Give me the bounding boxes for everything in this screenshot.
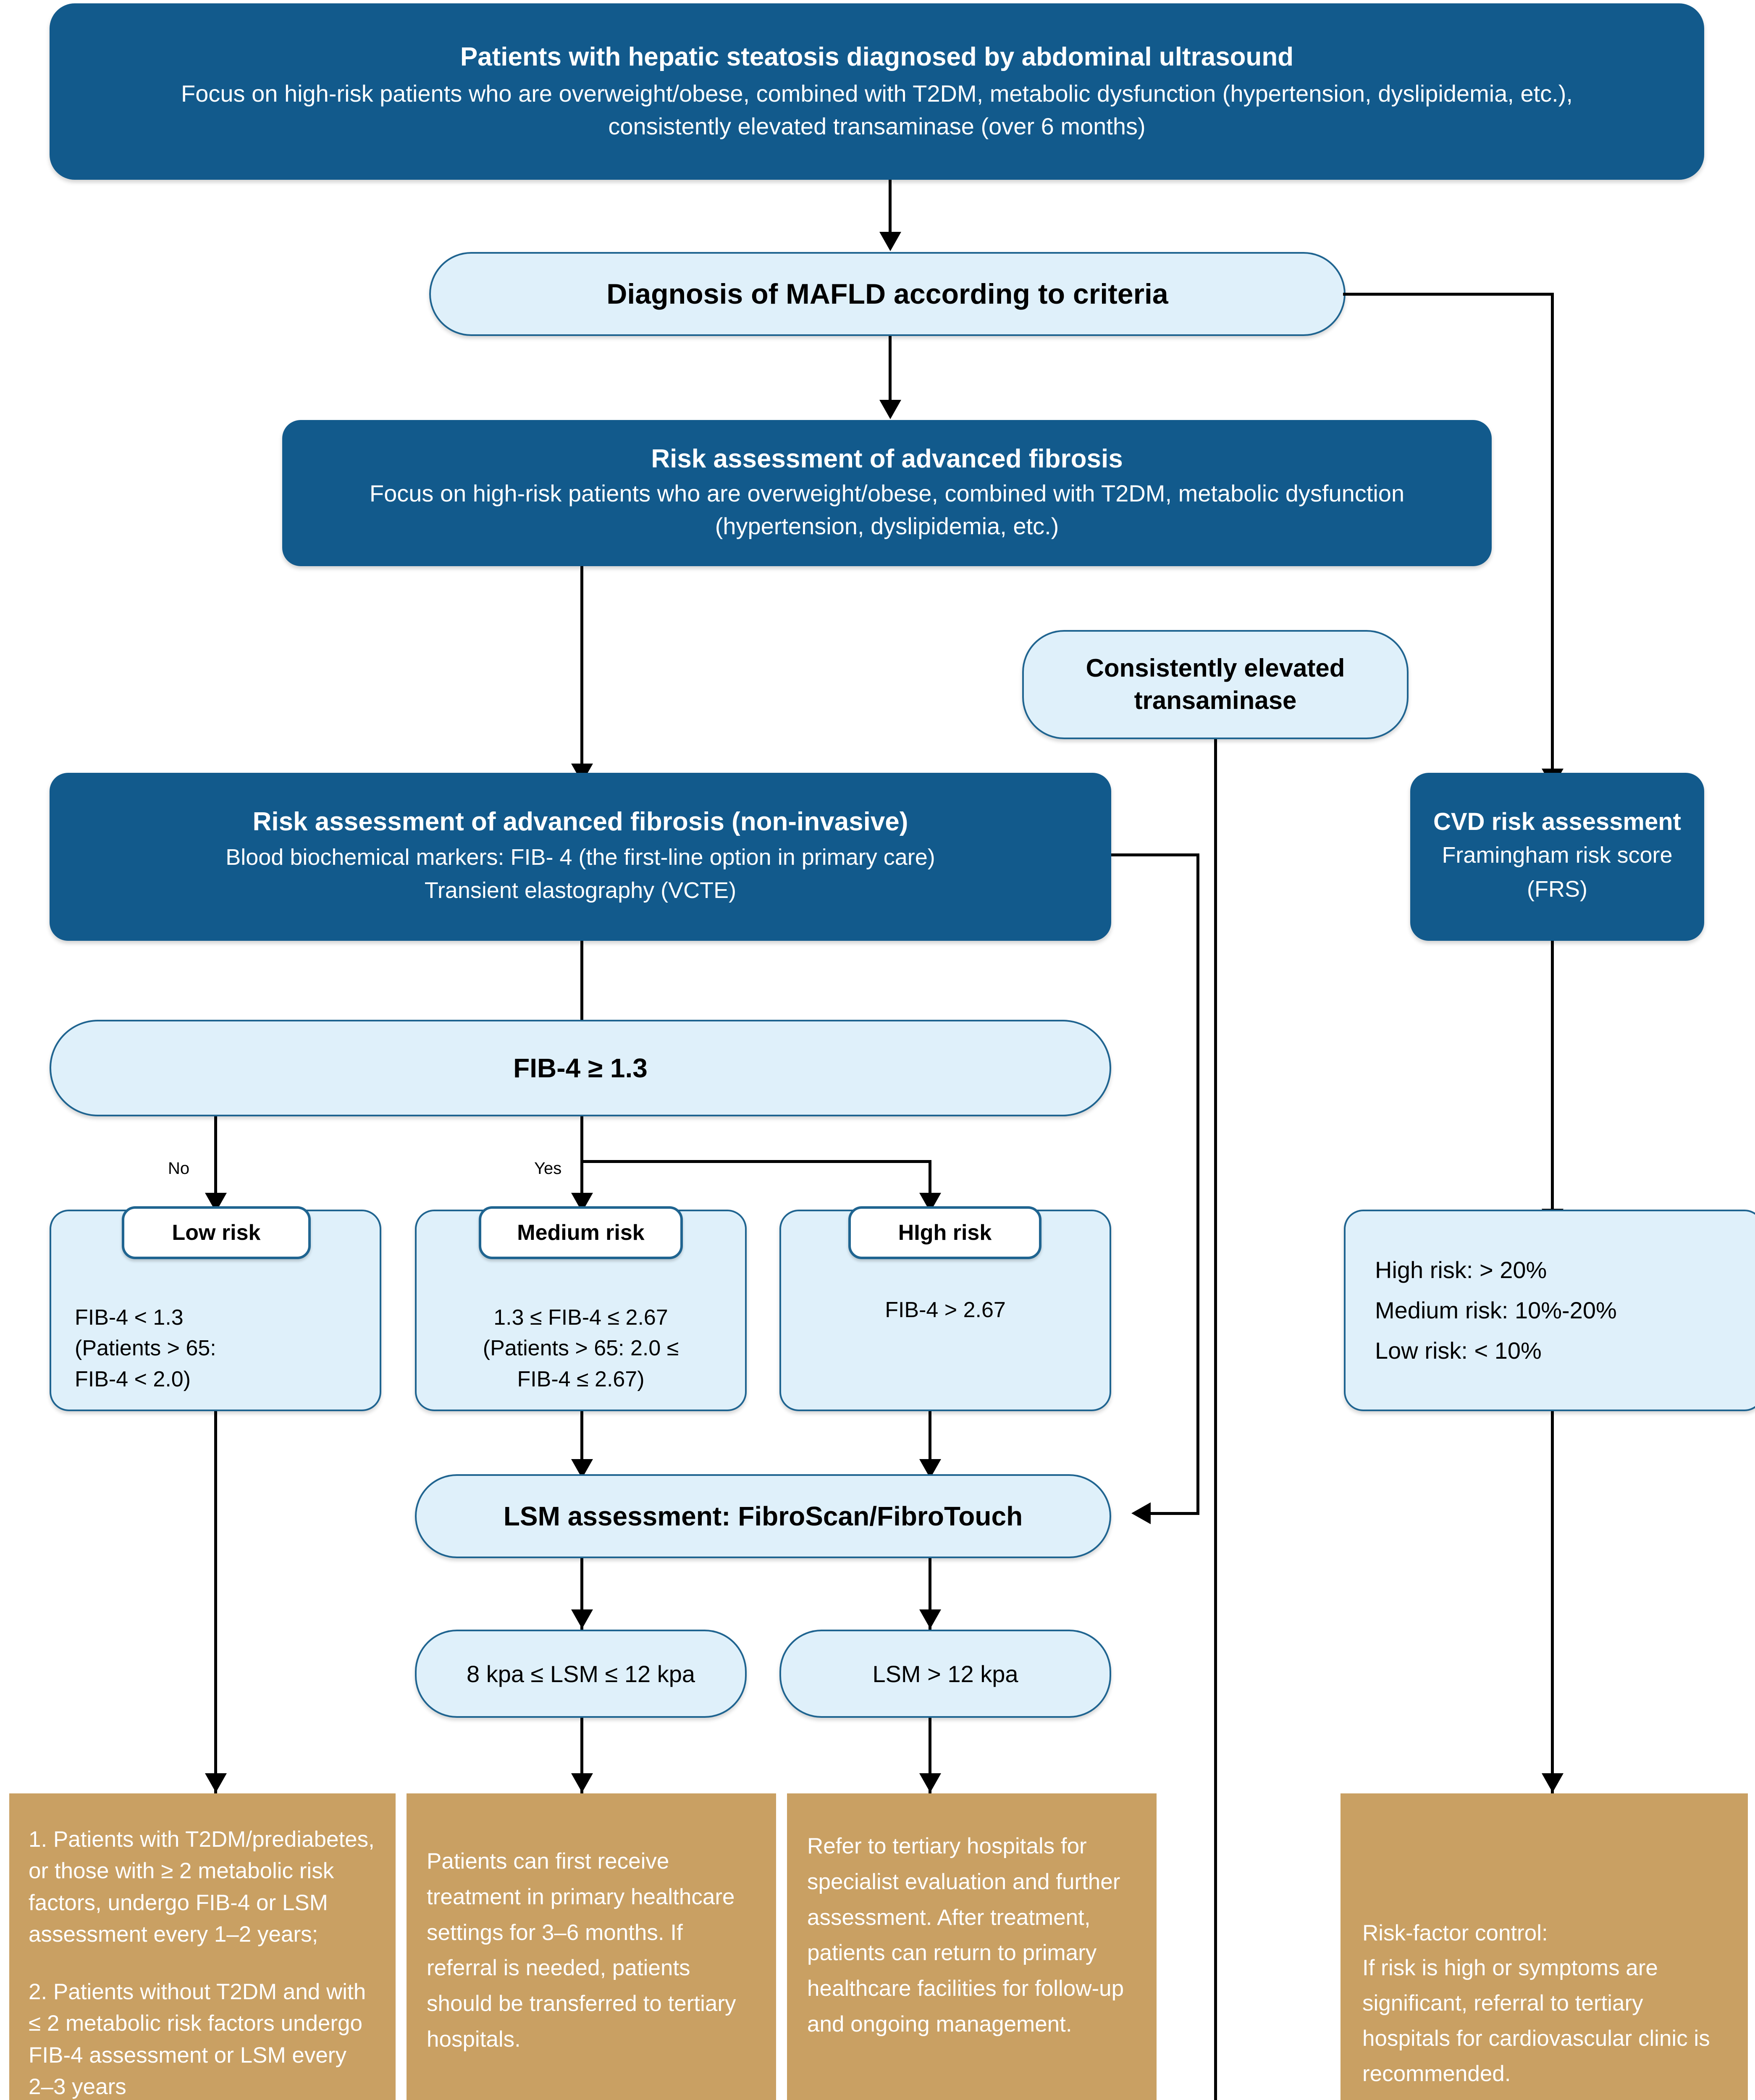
high-risk-label: HIgh risk <box>898 1221 992 1245</box>
edge-low-to-surveillance-arrow <box>205 1773 227 1793</box>
node-entry: Patients with hepatic steatosis diagnose… <box>50 3 1704 180</box>
edge-label-no: No <box>168 1159 190 1178</box>
edge-noninvasive-to-lsm-arrow <box>1131 1502 1151 1524</box>
edge-medium-to-lsm <box>580 1411 583 1480</box>
edge-lsm-to-high-arrow <box>919 1609 941 1629</box>
edge-diagnosis-to-cvd-h <box>1343 293 1554 296</box>
edge-high-to-lsm <box>929 1411 931 1480</box>
risk-assessment-subtitle: Focus on high-risk patients who are over… <box>369 480 1405 539</box>
node-cvd-assessment: CVD risk assessment Framingham risk scor… <box>1410 773 1704 941</box>
frs-line2: Medium risk: 10%-20% <box>1375 1297 1617 1323</box>
edge-noninvasive-to-fib4 <box>580 941 583 1033</box>
entry-subtitle: Focus on high-risk patients who are over… <box>181 80 1573 139</box>
node-fib4-decision: FIB-4 ≥ 1.3 <box>50 1020 1111 1116</box>
edge-fib4-to-high-v <box>929 1160 931 1213</box>
cvd-title: CVD risk assessment <box>1433 808 1681 835</box>
node-outcome-primary-care: Patients can first receive treatment in … <box>407 1793 776 2100</box>
outcome-cvd-para1: Risk-factor control: <box>1362 1920 1548 1945</box>
edge-cvd-to-frs <box>1551 941 1554 1212</box>
edge-label-yes: Yes <box>534 1159 562 1178</box>
outcome-primary-care-para1: Patients can first receive treatment in … <box>427 1849 736 2052</box>
noninvasive-line2: Transient elastography (VCTE) <box>424 877 737 903</box>
edge-entry-to-diagnosis <box>889 180 892 234</box>
edge-fib4-to-high-h <box>580 1160 931 1163</box>
outcome-surveillance-para1: 1. Patients with T2DM/prediabetes, or th… <box>29 1827 375 1947</box>
node-outcome-tertiary: Refer to tertiary hospitals for speciali… <box>787 1793 1157 2100</box>
edge-diagnosis-to-cvd-v <box>1551 293 1554 772</box>
edge-diagnosis-to-risk-arrow <box>879 400 901 419</box>
entry-title: Patients with hepatic steatosis diagnose… <box>460 42 1294 71</box>
edge-frs-to-cvd-outcome-arrow <box>1542 1773 1563 1793</box>
cvd-line1: Framingham risk score <box>1442 842 1673 868</box>
medium-risk-line1: 1.3 ≤ FIB-4 ≤ 2.67 <box>493 1305 668 1330</box>
noninvasive-line1: Blood biochemical markers: FIB- 4 (the f… <box>226 845 935 870</box>
medium-risk-line2: (Patients > 65: 2.0 ≤ <box>483 1336 679 1361</box>
edge-noninvasive-to-lsm-h <box>1111 853 1199 856</box>
edge-diagnosis-to-risk <box>889 336 892 403</box>
medium-risk-line3: FIB-4 ≤ 2.67) <box>517 1367 645 1392</box>
edge-lsmmid-to-primary-arrow <box>571 1773 593 1793</box>
node-noninvasive-assessment: Risk assessment of advanced fibrosis (no… <box>50 773 1111 941</box>
node-outcome-cvd: Risk-factor control: If risk is high or … <box>1341 1793 1748 2100</box>
low-risk-label: Low risk <box>172 1221 261 1245</box>
node-lsm-mid: 8 kpa ≤ LSM ≤ 12 kpa <box>415 1630 747 1718</box>
node-risk-assessment: Risk assessment of advanced fibrosis Foc… <box>282 420 1492 566</box>
edge-lsm-to-mid-arrow <box>571 1609 593 1629</box>
node-lsm-high: LSM > 12 kpa <box>779 1630 1111 1718</box>
edge-lsmhigh-to-tertiary-arrow <box>919 1773 941 1793</box>
edge-low-to-surveillance <box>214 1411 217 1793</box>
node-frs-bands: High risk: > 20% Medium risk: 10%-20% Lo… <box>1344 1210 1755 1411</box>
lsm-title: LSM assessment: FibroScan/FibroTouch <box>503 1501 1023 1531</box>
edge-transaminase-to-referral <box>1214 739 1217 2100</box>
edge-fib4-to-medium <box>580 1116 583 1213</box>
edge-frs-to-cvd-outcome <box>1551 1411 1554 1793</box>
edge-lsm-to-high <box>929 1558 931 1630</box>
edge-risk-to-noninvasive <box>580 566 583 766</box>
fib4-decision-title: FIB-4 ≥ 1.3 <box>513 1053 648 1083</box>
risk-assessment-title: Risk assessment of advanced fibrosis <box>651 444 1123 474</box>
low-risk-line3: FIB-4 < 2.0) <box>75 1367 191 1392</box>
outcome-cvd-para2: If risk is high or symptoms are signific… <box>1362 1956 1710 2086</box>
outcome-tertiary-para1: Refer to tertiary hospitals for speciali… <box>807 1834 1124 2037</box>
node-elevated-transaminase: Consistently elevated transaminase <box>1022 630 1409 739</box>
diagnosis-title: Diagnosis of MAFLD according to criteria <box>606 278 1168 310</box>
high-risk-line1: FIB-4 > 2.67 <box>885 1298 1006 1323</box>
lsm-mid-title: 8 kpa ≤ LSM ≤ 12 kpa <box>467 1660 695 1687</box>
edge-lsmmid-to-primary <box>580 1718 583 1793</box>
node-diagnosis: Diagnosis of MAFLD according to criteria <box>429 252 1346 336</box>
frs-line1: High risk: > 20% <box>1375 1256 1547 1283</box>
low-risk-line2: (Patients > 65: <box>75 1336 216 1361</box>
lsm-high-title: LSM > 12 kpa <box>872 1660 1018 1687</box>
low-risk-line1: FIB-4 < 1.3 <box>75 1305 184 1330</box>
cvd-line2: (FRS) <box>1527 876 1587 902</box>
badge-low-risk: Low risk <box>122 1206 311 1259</box>
edge-noninvasive-to-lsm-v <box>1196 853 1199 1515</box>
badge-high-risk: HIgh risk <box>848 1206 1041 1259</box>
frs-line3: Low risk: < 10% <box>1375 1337 1542 1364</box>
badge-medium-risk: Medium risk <box>479 1206 683 1259</box>
outcome-surveillance-para2: 2. Patients without T2DM and with ≤ 2 me… <box>29 1979 366 2099</box>
edge-fib4-to-low <box>214 1116 217 1213</box>
edge-lsm-to-mid <box>580 1558 583 1630</box>
edge-entry-to-diagnosis-arrow <box>879 232 901 251</box>
node-lsm-assessment: LSM assessment: FibroScan/FibroTouch <box>415 1474 1111 1558</box>
elevated-transaminase-title: Consistently elevated transaminase <box>1086 654 1345 714</box>
edge-noninvasive-to-lsm-h2 <box>1151 1512 1198 1515</box>
noninvasive-title: Risk assessment of advanced fibrosis (no… <box>252 807 908 837</box>
node-outcome-surveillance: 1. Patients with T2DM/prediabetes, or th… <box>9 1793 396 2100</box>
edge-lsmhigh-to-tertiary <box>929 1718 931 1793</box>
medium-risk-label: Medium risk <box>517 1221 645 1245</box>
